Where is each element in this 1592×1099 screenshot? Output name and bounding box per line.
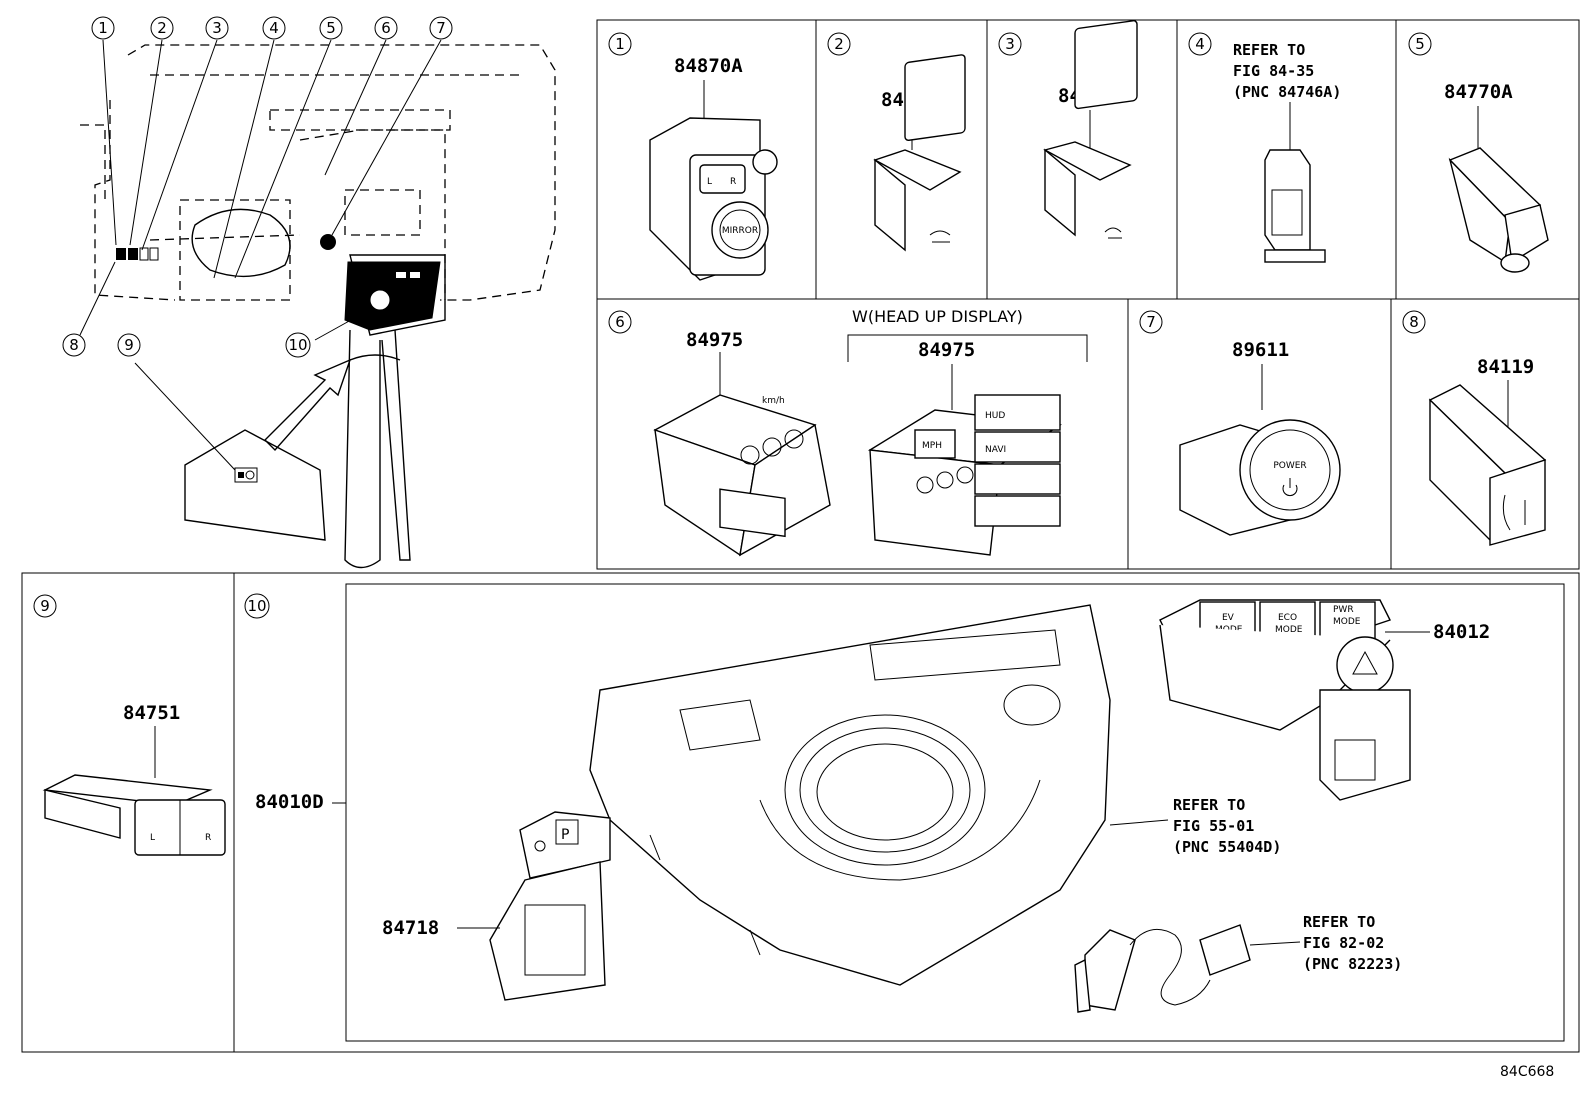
harness-drawing bbox=[1074, 924, 1251, 1013]
panel-index: 6 bbox=[615, 313, 625, 331]
panel-index: 9 bbox=[40, 597, 50, 615]
label-hud: HUD bbox=[985, 411, 1005, 421]
callout-1: 1 bbox=[91, 16, 115, 40]
callout-label: 3 bbox=[212, 19, 222, 37]
label-power: POWER bbox=[1273, 461, 1306, 471]
panel-3: 3 84895 bbox=[998, 20, 1138, 239]
switch-84975-drawing: km/h bbox=[653, 394, 831, 557]
panel-index: 5 bbox=[1415, 35, 1425, 53]
panel-index: 3 bbox=[1005, 35, 1015, 53]
refer-1-line-2: FIG 55-01 bbox=[1173, 817, 1254, 835]
panel-index: 1 bbox=[615, 35, 625, 53]
refer-line-3: (PNC 84746A) bbox=[1233, 83, 1341, 101]
label-navi: NAVI bbox=[985, 445, 1006, 455]
callout-4: 4 bbox=[262, 16, 286, 40]
refer-2-line-3: (PNC 82223) bbox=[1303, 955, 1402, 973]
callout-label: 1 bbox=[98, 19, 108, 37]
refer-1-line-3: (PNC 55404D) bbox=[1173, 838, 1281, 856]
panel-9: 9 84751 L R bbox=[33, 594, 226, 856]
label-ev: EV bbox=[1222, 613, 1235, 623]
part-number: 89611 bbox=[1232, 339, 1289, 361]
part-number: 84975 bbox=[686, 329, 743, 351]
label-pwr-mode: MODE bbox=[1333, 617, 1361, 627]
callout-label: 9 bbox=[124, 336, 134, 354]
panel-frames bbox=[21, 19, 1580, 1053]
label-l: L bbox=[150, 833, 155, 843]
label-r: R bbox=[205, 833, 211, 843]
callout-label: 4 bbox=[269, 19, 279, 37]
label-kmh: km/h bbox=[762, 396, 785, 406]
panel-index: 10 bbox=[247, 597, 266, 615]
label-eco: ECO bbox=[1278, 613, 1297, 623]
connector-drawing bbox=[1264, 149, 1326, 263]
variant-part-number: 84975 bbox=[918, 339, 975, 361]
label-l: L bbox=[707, 177, 712, 187]
part-number: 84751 bbox=[123, 702, 180, 724]
overview-illustration bbox=[79, 39, 556, 569]
park-switch-drawing: P bbox=[489, 811, 611, 1001]
panel-8: 8 84119 bbox=[1402, 310, 1547, 546]
overview-callouts: 1 2 3 4 5 6 7 8 9 10 bbox=[62, 16, 453, 358]
callout-label: 2 bbox=[157, 19, 167, 37]
panel-6: 6 84975 km/h W(HEAD UP DISPLAY) 84975 HU… bbox=[608, 307, 1088, 557]
part-number: 84870A bbox=[674, 55, 743, 77]
switch-84770a-drawing bbox=[1448, 147, 1549, 273]
label-r: R bbox=[730, 177, 736, 187]
seat-heater-switch-drawing: L R bbox=[42, 774, 226, 856]
panel-index: 4 bbox=[1195, 35, 1205, 53]
callout-label: 5 bbox=[326, 19, 336, 37]
power-switch-drawing: POWER bbox=[1179, 419, 1341, 536]
callout-label: 10 bbox=[288, 336, 307, 354]
callout-label: 8 bbox=[69, 336, 79, 354]
refer-2-line-2: FIG 82-02 bbox=[1303, 934, 1384, 952]
refer-1-line-1: REFER TO bbox=[1173, 796, 1245, 814]
part-number: 84010D bbox=[255, 791, 324, 813]
callout-7: 7 bbox=[429, 16, 453, 40]
callout-label: 7 bbox=[436, 19, 446, 37]
console-panel-drawing bbox=[589, 604, 1111, 986]
panel-index: 7 bbox=[1146, 313, 1156, 331]
callout-6: 6 bbox=[374, 16, 398, 40]
figure-code: 84C668 bbox=[1500, 1064, 1554, 1080]
label-pwr: PWR bbox=[1333, 605, 1354, 615]
part-number: 84119 bbox=[1477, 356, 1534, 378]
panel-1: 1 84870A L R MIRROR bbox=[608, 32, 778, 281]
switch-84895-drawing bbox=[1043, 20, 1138, 239]
variant-caption: W(HEAD UP DISPLAY) bbox=[852, 307, 1023, 326]
label-eco-mode: MODE bbox=[1275, 625, 1303, 635]
refer-line-2: FIG 84-35 bbox=[1233, 62, 1314, 80]
panel-2: 2 84150D bbox=[827, 32, 966, 252]
panel-5: 5 84770A bbox=[1408, 32, 1549, 273]
panel-4: 4 REFER TO FIG 84-35 (PNC 84746A) bbox=[1188, 32, 1341, 263]
callout-label: 6 bbox=[381, 19, 391, 37]
switch-84119-drawing bbox=[1428, 384, 1547, 546]
label-mph: MPH bbox=[922, 441, 942, 451]
callout-8: 8 bbox=[62, 333, 86, 357]
mirror-switch-drawing: L R MIRROR bbox=[649, 117, 778, 281]
refer-line-1: REFER TO bbox=[1233, 41, 1305, 59]
refer-2-line-1: REFER TO bbox=[1303, 913, 1375, 931]
mode-switch-drawing: EV MODE ECO MODE PWR MODE bbox=[1159, 599, 1411, 801]
callout-3: 3 bbox=[205, 16, 229, 40]
panel-index: 8 bbox=[1409, 313, 1419, 331]
sub-part-number-84718: 84718 bbox=[382, 917, 439, 939]
callout-5: 5 bbox=[319, 16, 343, 40]
switch-84975-hud-drawing: HUD NAVI MPH bbox=[867, 394, 1062, 556]
callout-10: 10 bbox=[285, 332, 311, 358]
panel-index: 2 bbox=[834, 35, 844, 53]
label-mirror: MIRROR bbox=[722, 226, 758, 236]
panel-7: 7 89611 POWER bbox=[1139, 310, 1341, 536]
panel-10: 10 84010D EV MODE ECO MODE PWR MODE bbox=[244, 593, 1490, 1013]
part-number: 84770A bbox=[1444, 81, 1513, 103]
callout-2: 2 bbox=[150, 16, 174, 40]
sub-part-number-84012: 84012 bbox=[1433, 621, 1490, 643]
switch-84150d-drawing bbox=[873, 54, 966, 252]
callout-9: 9 bbox=[117, 333, 141, 357]
label-p: P bbox=[561, 827, 569, 843]
